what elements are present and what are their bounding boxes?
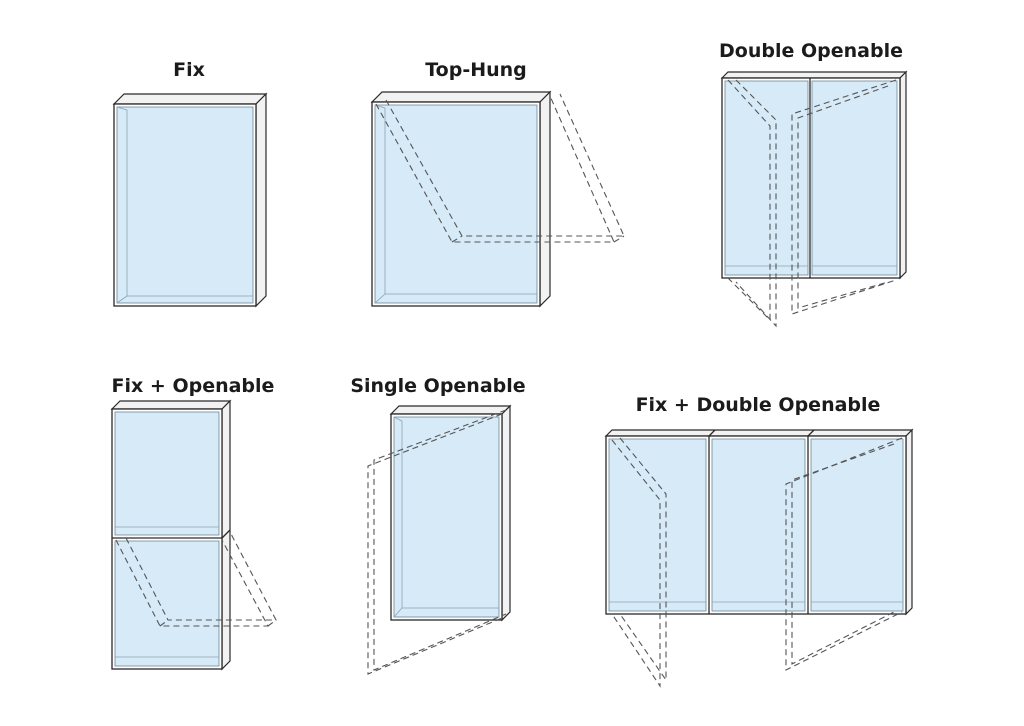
single-openable-window: Single Openable bbox=[350, 375, 526, 675]
top-hung-window: Top-Hung bbox=[370, 59, 625, 308]
fix-plus-openable-label: Fix + Openable bbox=[112, 375, 275, 397]
fix-window: Fix bbox=[112, 59, 268, 308]
double-openable-window: Double Openable bbox=[719, 40, 908, 328]
top-hung-label: Top-Hung bbox=[425, 59, 527, 81]
fix-label: Fix bbox=[173, 59, 205, 81]
fix-plus-double-openable-window: Fix + Double Openable bbox=[604, 394, 914, 688]
double-openable-label: Double Openable bbox=[719, 40, 903, 62]
single-openable-label: Single Openable bbox=[350, 375, 525, 397]
fix-plus-double-openable-label: Fix + Double Openable bbox=[636, 394, 881, 416]
fix-plus-openable-window: Fix + Openable bbox=[110, 375, 277, 671]
